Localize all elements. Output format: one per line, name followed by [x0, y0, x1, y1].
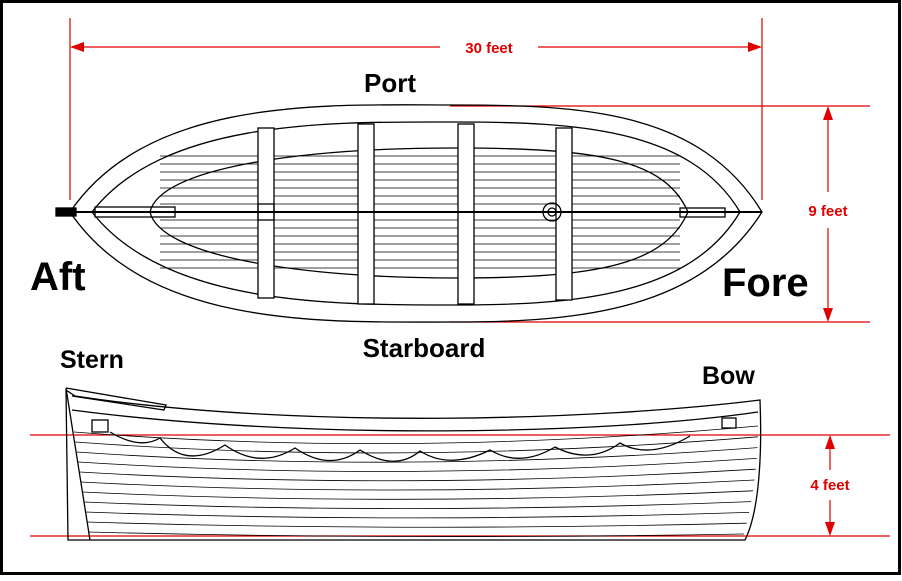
hull-strake	[82, 490, 753, 500]
length-dimension-label: 30 feet	[465, 40, 513, 57]
plan-floor-planks	[160, 155, 680, 269]
hull-strake	[75, 436, 758, 454]
fore-label: Fore	[722, 261, 809, 305]
hull-strake	[78, 458, 757, 472]
bow-label: Bow	[702, 362, 755, 390]
thwart-2	[357, 123, 375, 305]
profile-rudder	[65, 387, 167, 411]
stern-label: Stern	[60, 346, 124, 374]
hull-strake	[85, 511, 750, 519]
length-arrowhead-left	[70, 42, 84, 52]
aft-label: Aft	[30, 255, 86, 299]
plan-hull-outer	[69, 104, 763, 323]
hull-strake	[73, 425, 759, 445]
plan-mast-step	[679, 207, 726, 218]
depth-arrowhead-top	[825, 435, 835, 449]
plan-view	[55, 104, 763, 323]
depth-dimension-label: 4 feet	[810, 477, 849, 494]
hull-strake	[79, 468, 756, 482]
thwart-3	[457, 123, 475, 305]
beam-arrowhead-bottom	[823, 308, 833, 322]
profile-strakes	[73, 425, 759, 537]
plan-stern-post	[55, 207, 77, 217]
hull-strake	[87, 531, 745, 537]
thwart-4	[555, 127, 573, 301]
profile-bow-fitting	[721, 417, 737, 429]
length-arrowhead-right	[748, 42, 762, 52]
profile-lifeline	[109, 431, 691, 462]
port-label: Port	[364, 68, 416, 98]
dimension-lines	[30, 18, 890, 537]
beam-arrowhead-top	[823, 106, 833, 120]
profile-stern-post	[65, 387, 91, 541]
hull-strake	[83, 501, 752, 509]
profile-sheer	[71, 409, 759, 432]
profile-view	[65, 387, 762, 541]
starboard-label: Starboard	[363, 333, 486, 363]
profile-stern-fitting	[91, 419, 109, 433]
hull-strake	[76, 447, 758, 463]
beam-dimension-label: 9 feet	[808, 203, 847, 220]
depth-arrowhead-bottom	[825, 522, 835, 536]
hull-strake	[86, 521, 747, 528]
hull-strake	[80, 479, 755, 491]
profile-hull	[65, 388, 762, 541]
